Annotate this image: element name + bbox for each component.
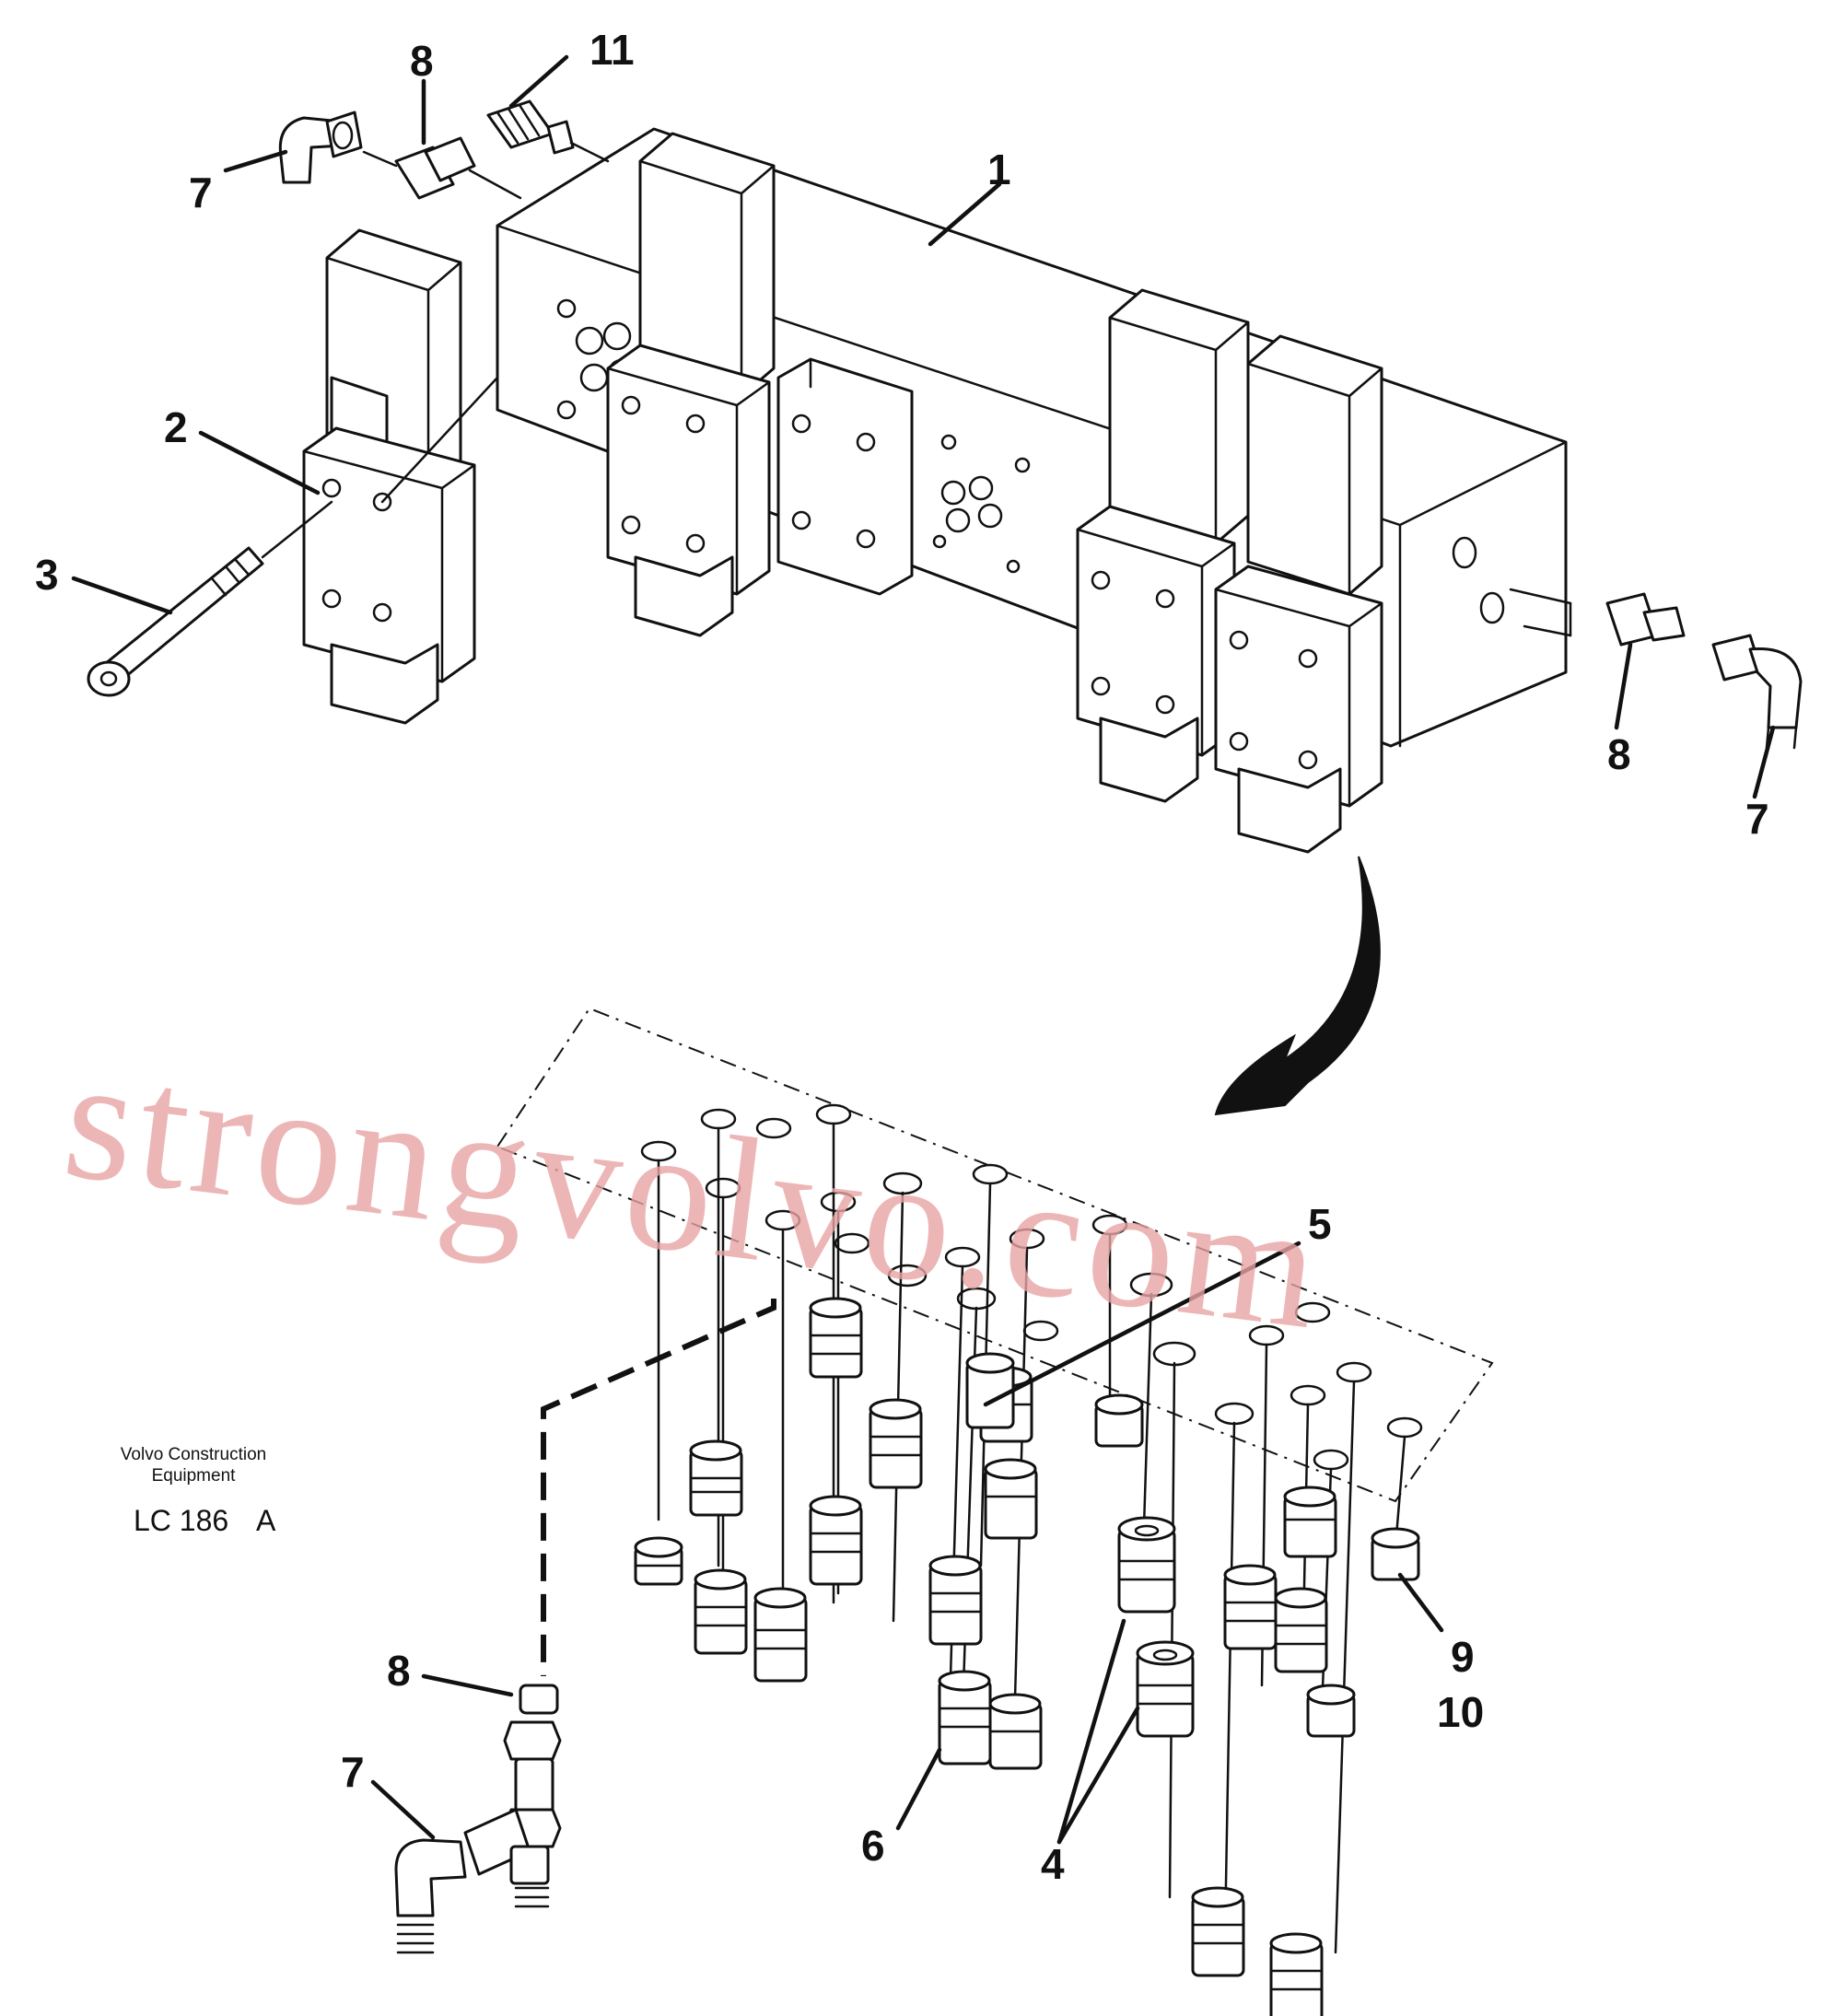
callout-8-bottom: 8: [387, 1647, 411, 1695]
adapter-nipple-top: [362, 136, 522, 200]
caption-drawing-code: LC 186: [134, 1504, 228, 1537]
mounting-face-outline: [496, 1007, 1494, 1503]
caption-company-line2: Equipment: [152, 1466, 237, 1486]
rotation-arrow: [1214, 856, 1381, 1116]
mounting-screw: [87, 500, 333, 697]
callout-10: 10: [1437, 1688, 1484, 1736]
callout-5: 5: [1308, 1200, 1332, 1248]
loose-solenoid-valve: [302, 228, 499, 725]
callout-7-bottom: 7: [341, 1748, 365, 1796]
watermark-text: strongvolvo.com: [55, 1020, 1334, 1367]
callout-11: 11: [589, 26, 635, 74]
callout-7-top: 7: [189, 169, 213, 216]
callout-8-right: 8: [1607, 730, 1631, 778]
solenoid-valve-1: [606, 132, 776, 637]
callout-9: 9: [1451, 1633, 1475, 1681]
tee-fitting-bottom: [463, 1684, 562, 1908]
callout-8-top: 8: [410, 37, 434, 85]
elbow-fitting-bottom: [394, 1838, 467, 1954]
callout-4: 4: [1041, 1840, 1065, 1888]
solenoid-valve-2: [1076, 288, 1250, 803]
adapter-nipple-right: [1509, 588, 1686, 647]
caption-revision: A: [256, 1504, 276, 1537]
leader-lines: [71, 54, 1776, 1845]
callout-labels: 1 2 3 7 8 11 8 7 5 9 10 4 6 8 7: [35, 26, 1769, 1888]
plug-seals: [634, 1297, 1420, 2016]
callout-2: 2: [164, 403, 188, 451]
callout-7-right: 7: [1745, 795, 1769, 843]
callout-1: 1: [987, 146, 1011, 193]
elbow-fitting-right: [1711, 634, 1803, 750]
drawing-caption: Volvo Construction Equipment LC 186 A: [121, 1445, 276, 1537]
callout-3: 3: [35, 551, 59, 599]
caption-company-line1: Volvo Construction: [121, 1445, 266, 1464]
solenoid-valve-3: [1214, 334, 1383, 854]
plug-fitting-top: [486, 99, 610, 163]
routing-line: [541, 1299, 776, 1676]
elbow-fitting-top: [278, 111, 363, 184]
callout-6: 6: [861, 1822, 885, 1870]
